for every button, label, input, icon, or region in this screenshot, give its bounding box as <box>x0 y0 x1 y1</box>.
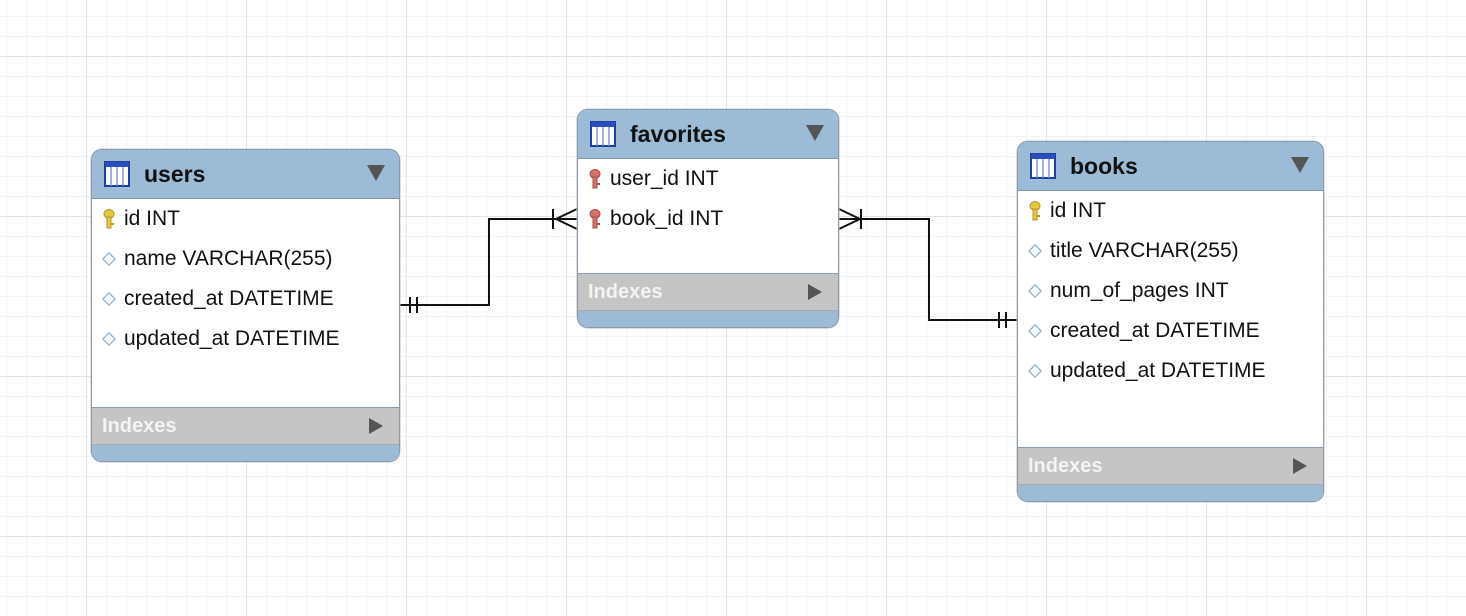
column-row[interactable]: name VARCHAR(255) <box>92 239 399 279</box>
relationship-users-favorites[interactable] <box>400 208 578 313</box>
collapse-triangle-icon[interactable] <box>367 165 385 181</box>
crowfoot-many <box>553 208 578 230</box>
column-row[interactable]: id INT <box>1018 191 1323 231</box>
column-list: id INT name VARCHAR(255) created_at DATE… <box>92 199 399 408</box>
foreign-key-icon <box>588 169 602 189</box>
column-diamond-icon <box>102 289 116 309</box>
column-text: id INT <box>1050 199 1107 222</box>
table-favorites[interactable]: favorites user_id INT book_id INT Indexe… <box>577 109 839 328</box>
table-icon <box>590 121 616 147</box>
table-icon <box>104 161 130 187</box>
column-diamond-icon <box>1028 241 1042 261</box>
column-diamond-icon <box>102 249 116 269</box>
relationship-books-favorites[interactable] <box>838 208 1017 328</box>
column-row[interactable]: book_id INT <box>578 199 838 239</box>
foreign-key-icon <box>588 209 602 229</box>
column-text: name VARCHAR(255) <box>124 247 333 270</box>
column-row[interactable]: user_id INT <box>578 159 838 199</box>
table-users[interactable]: users id INT name VARCHAR(255) create <box>91 149 400 462</box>
expand-arrow-icon[interactable] <box>369 418 383 434</box>
column-text: num_of_pages INT <box>1050 279 1229 302</box>
collapse-triangle-icon[interactable] <box>806 125 824 141</box>
column-diamond-icon <box>1028 321 1042 341</box>
table-header[interactable]: users <box>92 150 399 199</box>
column-text: book_id INT <box>610 207 724 230</box>
column-diamond-icon <box>102 329 116 349</box>
column-row[interactable]: updated_at DATETIME <box>1018 351 1323 391</box>
column-text: created_at DATETIME <box>1050 319 1260 342</box>
column-row[interactable]: created_at DATETIME <box>92 279 399 319</box>
primary-key-icon <box>1028 201 1042 221</box>
column-text: id INT <box>124 207 181 230</box>
indexes-label: Indexes <box>1028 454 1103 477</box>
indexes-label: Indexes <box>588 280 663 303</box>
expand-arrow-icon[interactable] <box>1293 458 1307 474</box>
column-row[interactable]: id INT <box>92 199 399 239</box>
column-row[interactable]: num_of_pages INT <box>1018 271 1323 311</box>
table-header[interactable]: favorites <box>578 110 838 159</box>
column-text: title VARCHAR(255) <box>1050 239 1239 262</box>
table-footer <box>92 445 399 461</box>
indexes-section[interactable]: Indexes <box>1018 448 1323 485</box>
column-row[interactable]: updated_at DATETIME <box>92 319 399 359</box>
column-text: created_at DATETIME <box>124 287 334 310</box>
column-diamond-icon <box>1028 361 1042 381</box>
indexes-section[interactable]: Indexes <box>578 274 838 311</box>
indexes-section[interactable]: Indexes <box>92 408 399 445</box>
column-text: updated_at DATETIME <box>1050 359 1266 382</box>
table-name: books <box>1070 152 1138 179</box>
table-name: favorites <box>630 120 726 147</box>
column-list: id INT title VARCHAR(255) num_of_pages I… <box>1018 191 1323 448</box>
column-text: user_id INT <box>610 167 719 190</box>
primary-key-icon <box>102 209 116 229</box>
indexes-label: Indexes <box>102 414 177 437</box>
column-list: user_id INT book_id INT <box>578 159 838 274</box>
table-footer <box>578 311 838 327</box>
table-header[interactable]: books <box>1018 142 1323 191</box>
collapse-triangle-icon[interactable] <box>1291 157 1309 173</box>
column-row[interactable]: created_at DATETIME <box>1018 311 1323 351</box>
column-row[interactable]: title VARCHAR(255) <box>1018 231 1323 271</box>
table-footer <box>1018 485 1323 501</box>
column-text: updated_at DATETIME <box>124 327 340 350</box>
expand-arrow-icon[interactable] <box>808 284 822 300</box>
column-diamond-icon <box>1028 281 1042 301</box>
table-icon <box>1030 153 1056 179</box>
crowfoot-many <box>838 208 863 230</box>
table-books[interactable]: books id INT title VARCHAR(255) num_o <box>1017 141 1324 502</box>
table-name: users <box>144 160 206 187</box>
